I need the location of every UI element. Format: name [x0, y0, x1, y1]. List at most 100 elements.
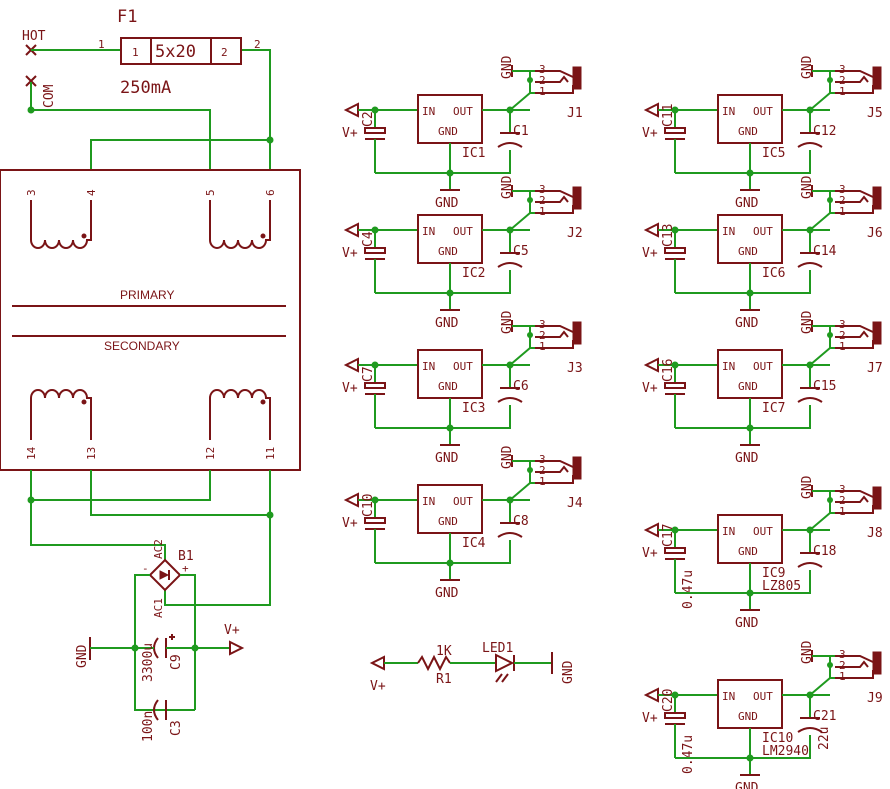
output-cap-value: 22u	[817, 727, 832, 750]
jack-gnd-label: GND	[800, 310, 815, 334]
xfmr-pin-14: 14	[25, 446, 38, 460]
reg-out-label: OUT	[753, 360, 773, 373]
vplus-label: V+	[642, 126, 658, 141]
jack-pin-2: 2	[539, 329, 546, 342]
reg-gnd-label: GND	[438, 125, 458, 138]
gnd-label: GND	[735, 316, 759, 331]
bridge-ac2: AC2	[152, 539, 165, 559]
jack-pin-2: 2	[539, 194, 546, 207]
regulator-name: IC3	[462, 401, 485, 416]
c9-name: C9	[169, 654, 184, 670]
output-cap-name: C14	[813, 244, 837, 259]
xfmr-pin-13: 13	[85, 447, 98, 460]
fuse-inner-pin1: 1	[132, 46, 139, 59]
reg-gnd-label: GND	[438, 380, 458, 393]
reg-in-label: IN	[422, 495, 435, 508]
fuse-inner-pin2: 2	[221, 46, 228, 59]
gnd-label: GND	[735, 616, 759, 631]
output-cap-name: C8	[513, 514, 529, 529]
jack-name: J8	[867, 526, 883, 541]
reg-out-label: OUT	[453, 360, 473, 373]
jack-pin-3: 3	[839, 318, 846, 331]
bridge-rectifier-b1: B1 AC2 AC1 - +	[134, 539, 196, 711]
led-vplus: V+	[370, 679, 386, 694]
jack-pin-2: 2	[539, 74, 546, 87]
reg-in-label: IN	[422, 105, 435, 118]
jack-pin-1: 1	[539, 475, 546, 488]
vplus-label: V+	[342, 246, 358, 261]
jack-pin-2: 2	[839, 194, 846, 207]
gnd-label-bridge: GND	[75, 644, 90, 668]
reg-in-label: IN	[722, 225, 735, 238]
regulator-name: IC6	[762, 266, 785, 281]
filter-caps: GND 3300u C9 100n C3 V+	[75, 623, 245, 742]
jack-name: J2	[567, 226, 583, 241]
jack-pin-2: 2	[839, 329, 846, 342]
reg-out-label: OUT	[453, 225, 473, 238]
vplus-label: V+	[642, 246, 658, 261]
jack-name: J1	[567, 106, 583, 121]
vplus-label: V+	[342, 381, 358, 396]
input-cap-value: 0.47u	[681, 735, 696, 774]
gnd-label: GND	[435, 316, 459, 331]
bridge-minus: -	[142, 562, 149, 575]
input-cap-name: C2	[361, 111, 376, 127]
jack-name: J4	[567, 496, 583, 511]
reg-in-label: IN	[422, 225, 435, 238]
jack-gnd-label: GND	[800, 175, 815, 199]
regulator-value: LM2940	[762, 744, 809, 759]
jack-pin-3: 3	[539, 453, 546, 466]
jack-gnd-label: GND	[500, 55, 515, 79]
bridge-ac1: AC1	[152, 598, 165, 618]
reg-gnd-label: GND	[738, 245, 758, 258]
reg-in-label: IN	[722, 690, 735, 703]
jack-name: J5	[867, 106, 883, 121]
jack-pin-3: 3	[539, 63, 546, 76]
c3-value: 100n	[141, 711, 156, 742]
jack-pin-1: 1	[839, 670, 846, 683]
reg-in-label: IN	[722, 360, 735, 373]
jack-pin-1: 1	[839, 505, 846, 518]
jack-pin-3: 3	[839, 63, 846, 76]
fuse-body-label: 5x20	[155, 42, 196, 62]
gnd-label: GND	[435, 196, 459, 211]
regulator-name: IC1	[462, 146, 485, 161]
vplus-label: V+	[342, 516, 358, 531]
jack-pin-3: 3	[839, 483, 846, 496]
xfmr-pin-4: 4	[85, 189, 98, 196]
input-cap-value: 0.47u	[681, 570, 696, 609]
jack-name: J6	[867, 226, 883, 241]
reg-gnd-label: GND	[738, 380, 758, 393]
gnd-label: GND	[735, 196, 759, 211]
jack-pin-1: 1	[839, 85, 846, 98]
vplus-label-bridge: V+	[224, 623, 240, 638]
jack-name: J9	[867, 691, 883, 706]
reg-out-label: OUT	[453, 495, 473, 508]
reg-out-label: OUT	[753, 225, 773, 238]
fuse-pin2-label: 2	[254, 38, 261, 51]
xfmr-pin-5: 5	[204, 189, 217, 196]
jack-pin-3: 3	[539, 183, 546, 196]
input-cap-name: C7	[361, 366, 376, 382]
jack-name: J7	[867, 361, 883, 376]
gnd-label: GND	[735, 781, 759, 789]
jack-pin-2: 2	[839, 659, 846, 672]
vplus-label: V+	[342, 126, 358, 141]
vplus-label: V+	[642, 546, 658, 561]
vplus-label: V+	[642, 711, 658, 726]
output-cap-name: C18	[813, 544, 836, 559]
reg-in-label: IN	[722, 525, 735, 538]
reg-in-label: IN	[722, 105, 735, 118]
jack-pin-1: 1	[839, 340, 846, 353]
input-cap-name: C20	[661, 689, 676, 712]
output-cap-name: C5	[513, 244, 529, 259]
reg-in-label: IN	[422, 360, 435, 373]
xfmr-pin-11: 11	[264, 447, 277, 460]
reg-gnd-label: GND	[738, 710, 758, 723]
input-cap-name: C16	[661, 359, 676, 382]
transformer: PRIMARY SECONDARY 3 4 5 6 14 13 12 11	[0, 169, 301, 471]
regulator-name: IC10	[762, 731, 793, 746]
output-cap-name: C1	[513, 124, 529, 139]
